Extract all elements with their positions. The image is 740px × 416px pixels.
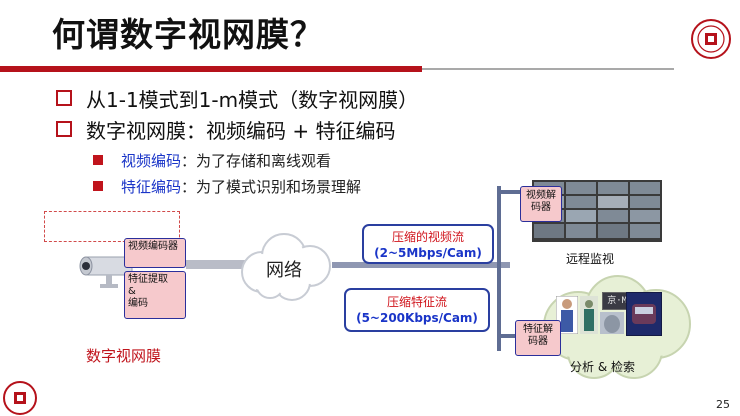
bullet-item: 数字视网膜：视频编码 + 特征编码 [56, 115, 395, 144]
video-decoder-box: 视频解码器 [520, 186, 562, 222]
feature-encoder-box: 特征提取 & 编码 [124, 271, 186, 319]
feature-decoder-box: 特征解码器 [515, 320, 561, 356]
sub-bullet-icon [93, 155, 103, 165]
bullet-square-icon [56, 121, 72, 137]
title-underline-gray [422, 68, 674, 70]
university-logo-small [3, 381, 37, 415]
bullet-item: 从1-1模式到1-m模式（数字视网膜） [56, 84, 418, 113]
network-label: 网络 [266, 260, 302, 281]
remote-monitor-caption: 远程监视 [566, 252, 615, 266]
sub-bullet-item: 特征编码：为了模式识别和场景理解 [93, 176, 361, 197]
feature-stream-callout: 压缩特征流 (5~200Kbps/Cam) [344, 288, 490, 332]
university-logo [691, 19, 731, 59]
car-thumbnail-icon [626, 292, 662, 336]
digital-retina-label: 数字视网膜 [86, 347, 162, 365]
person-thumbnail-icon [556, 296, 578, 334]
bullet-square-icon [56, 90, 72, 106]
title-underline-red [0, 66, 422, 72]
page-number: 25 [716, 398, 730, 411]
network-cloud-icon [241, 233, 331, 301]
person-thumbnail-icon [580, 296, 598, 334]
video-stream-callout: 压缩的视频流 (2~5Mbps/Cam) [362, 224, 494, 264]
analysis-caption: 分析 & 检索 [570, 360, 635, 374]
page-title: 何谓数字视网膜？ [52, 15, 324, 54]
sub-bullet-icon [93, 181, 103, 191]
sub-bullet-item: 视频编码：为了存储和离线观看 [93, 150, 331, 171]
video-encoder-box: 视频编码器 [124, 238, 186, 268]
dashed-frame [44, 211, 180, 242]
face-thumbnail-icon [600, 312, 624, 334]
